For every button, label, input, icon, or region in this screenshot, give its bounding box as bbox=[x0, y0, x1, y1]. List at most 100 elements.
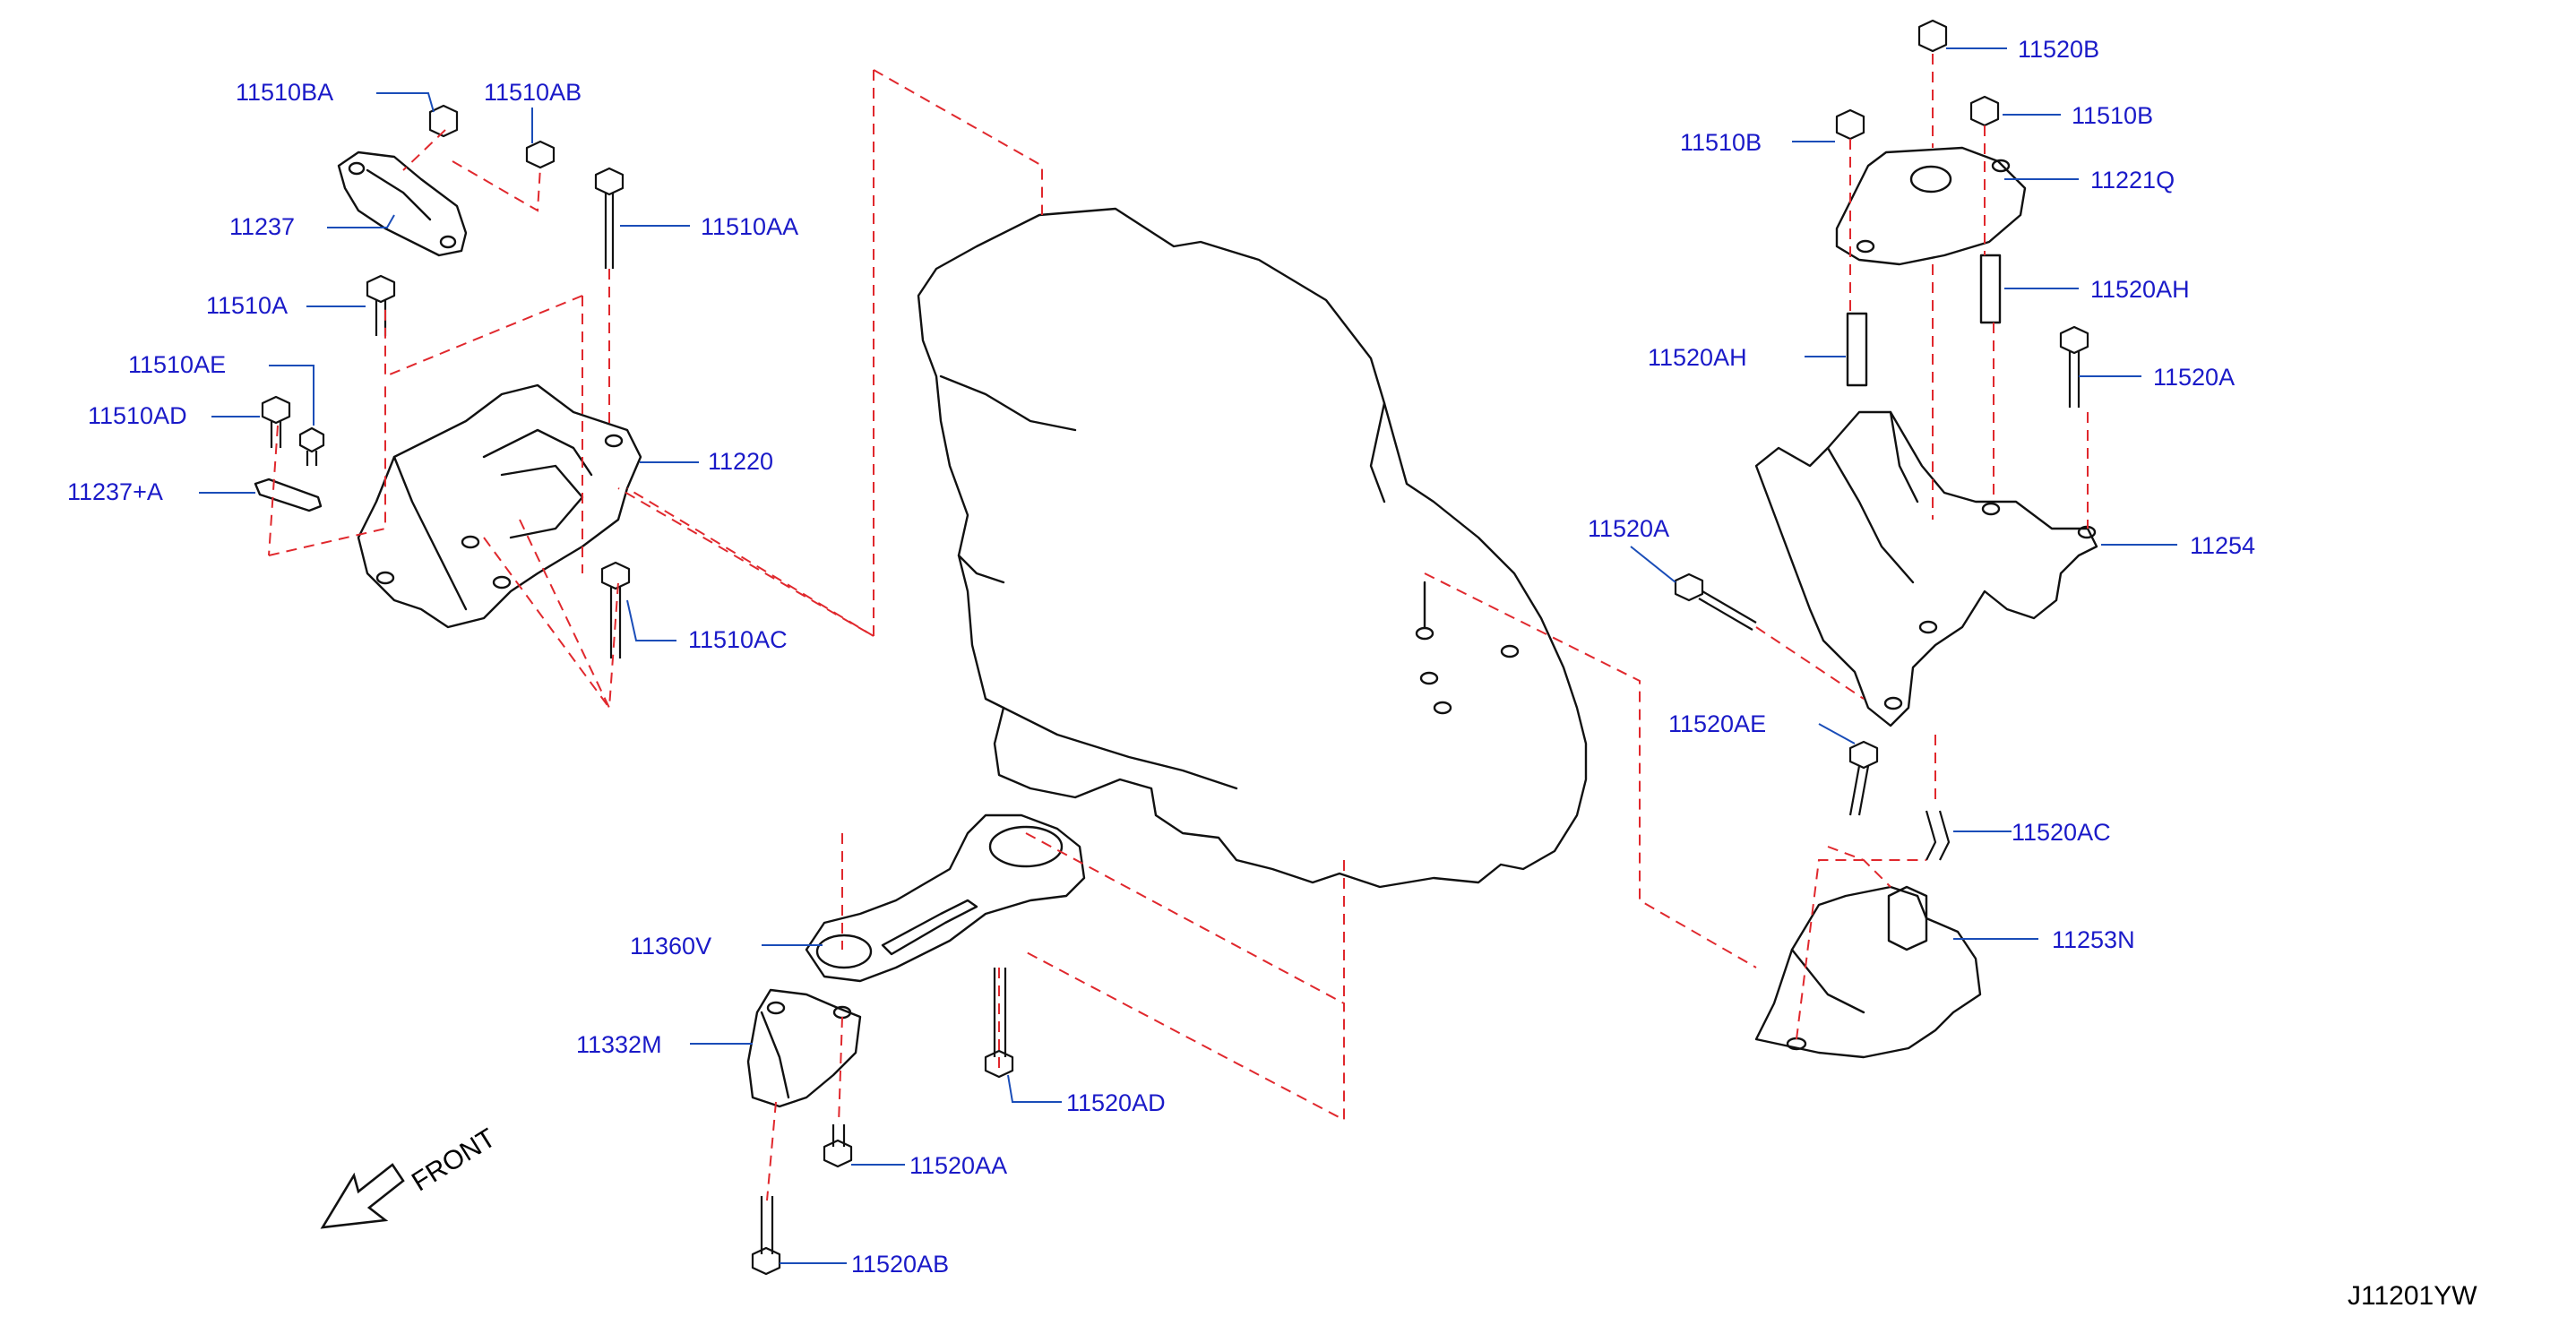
hex-nut bbox=[751, 1246, 781, 1276]
diagram-code: J11201YW bbox=[2348, 1281, 2477, 1311]
bracket-detail bbox=[366, 168, 432, 221]
callout-11510A[interactable]: 11510A bbox=[206, 292, 289, 319]
leader-line bbox=[269, 365, 314, 426]
mount-detail bbox=[500, 464, 584, 539]
callout-11332M[interactable]: 11332M bbox=[576, 1031, 662, 1058]
callout-11221Q[interactable]: 11221Q bbox=[2090, 167, 2175, 194]
callout-11254[interactable]: 11254 bbox=[2190, 532, 2256, 559]
alignment-line bbox=[626, 487, 874, 637]
mount-center bbox=[1909, 165, 1952, 194]
torque-rod-11360v bbox=[805, 813, 1086, 983]
callout-11510BA[interactable]: 11510BA bbox=[236, 79, 334, 106]
callout-11520AH-left[interactable]: 11520AH bbox=[1648, 344, 1747, 371]
front-arrow-icon bbox=[320, 1163, 405, 1229]
bolt-shank bbox=[306, 451, 318, 466]
callout-11520AE[interactable]: 11520AE bbox=[1668, 710, 1767, 737]
mount-11221q bbox=[1835, 146, 2027, 266]
alignment-line bbox=[483, 537, 610, 709]
callout-11220[interactable]: 11220 bbox=[708, 448, 774, 475]
callout-11520AA[interactable]: 11520AA bbox=[909, 1152, 1008, 1179]
alignment-line bbox=[838, 1016, 843, 1125]
leader-line bbox=[626, 599, 676, 641]
callout-11510AC[interactable]: 11510AC bbox=[688, 626, 788, 653]
callout-11520AH-right[interactable]: 11520AH bbox=[2090, 276, 2190, 303]
hex-nut bbox=[298, 426, 325, 453]
mount-hole bbox=[375, 571, 395, 585]
mount-11253n bbox=[1754, 885, 1982, 1059]
alignment-line bbox=[268, 385, 386, 556]
callout-11360V[interactable]: 11360V bbox=[630, 933, 712, 960]
engine-hole bbox=[1415, 626, 1434, 641]
rod-bushing bbox=[988, 825, 1064, 868]
hex-nut bbox=[1848, 740, 1879, 770]
callout-11510AD[interactable]: 11510AD bbox=[88, 402, 187, 429]
mount-hole bbox=[604, 434, 624, 448]
mount-detail bbox=[392, 455, 468, 611]
leader-line bbox=[1630, 546, 1676, 583]
engine-detail bbox=[957, 554, 1005, 584]
alignment-line bbox=[452, 160, 541, 212]
hex-nut bbox=[1917, 19, 1948, 53]
engine-hole bbox=[1500, 644, 1520, 658]
engine-hole bbox=[1433, 701, 1452, 715]
leader-line bbox=[327, 214, 395, 228]
hex-nut bbox=[525, 140, 556, 169]
callout-11520A-left[interactable]: 11520A bbox=[1588, 515, 1670, 542]
bracket-hole bbox=[1883, 696, 1903, 710]
alignment-line bbox=[766, 1101, 777, 1201]
hex-nut bbox=[1674, 572, 1704, 602]
alignment-line bbox=[519, 519, 619, 711]
mount-hole bbox=[1991, 159, 2011, 173]
engine-detail bbox=[1369, 401, 1386, 503]
bolt-shank bbox=[609, 587, 622, 658]
hex-nut bbox=[2059, 325, 2089, 355]
callout-11510AB[interactable]: 11510AB bbox=[484, 79, 582, 106]
callout-11520AD[interactable]: 11520AD bbox=[1066, 1089, 1166, 1116]
alignment-line bbox=[402, 129, 446, 171]
engine-detail bbox=[1002, 706, 1238, 790]
bracket-detail bbox=[1826, 446, 1915, 584]
bracket-hole bbox=[439, 235, 457, 249]
rod-slot bbox=[881, 899, 978, 956]
callout-11520AC[interactable]: 11520AC bbox=[2012, 819, 2111, 846]
callout-11510AA[interactable]: 11510AA bbox=[701, 213, 799, 240]
hex-nut bbox=[1969, 95, 2000, 127]
bracket-hole bbox=[1981, 502, 2001, 516]
bracket-detail bbox=[760, 1011, 790, 1099]
bracket-detail bbox=[1889, 410, 1919, 503]
leader-line bbox=[1007, 1074, 1062, 1103]
alignment-line bbox=[617, 70, 874, 638]
callout-11253N[interactable]: 11253N bbox=[2052, 926, 2135, 953]
alignment-line bbox=[1796, 859, 1926, 1040]
plate-11237a bbox=[254, 478, 323, 512]
hex-nut bbox=[594, 167, 625, 196]
callout-11237-plus-a[interactable]: 11237+A bbox=[67, 478, 163, 505]
alignment-line bbox=[1755, 626, 1865, 700]
alignment-line bbox=[1827, 846, 1891, 888]
callout-11510B-right[interactable]: 11510B bbox=[2072, 102, 2154, 129]
alignment-line bbox=[1424, 572, 1757, 968]
bracket-11254 bbox=[1754, 410, 2098, 727]
bracket-hole bbox=[348, 161, 366, 176]
callout-11520AB[interactable]: 11520AB bbox=[851, 1251, 950, 1278]
hex-nut bbox=[823, 1139, 853, 1168]
leader-line bbox=[376, 92, 435, 113]
callout-11237[interactable]: 11237 bbox=[229, 213, 296, 240]
hex-nut bbox=[428, 104, 459, 138]
callout-11520A-right[interactable]: 11520A bbox=[2153, 364, 2236, 391]
bolt-shank bbox=[831, 1124, 846, 1147]
leader-line bbox=[1818, 723, 1856, 744]
hex-nut bbox=[1835, 108, 1865, 141]
callout-11510AE[interactable]: 11510AE bbox=[128, 351, 227, 378]
bolt-shank bbox=[2068, 351, 2081, 408]
bracket-hole bbox=[1918, 620, 1938, 634]
engine-silhouette bbox=[917, 207, 1588, 889]
stud bbox=[1846, 312, 1868, 387]
callout-11520B[interactable]: 11520B bbox=[2018, 36, 2100, 63]
bolt-shank bbox=[270, 421, 282, 448]
hex-nut bbox=[600, 561, 631, 590]
callout-11510B-left[interactable]: 11510B bbox=[1680, 129, 1762, 156]
bracket-hole bbox=[766, 1001, 786, 1015]
stud bbox=[1979, 254, 2002, 324]
